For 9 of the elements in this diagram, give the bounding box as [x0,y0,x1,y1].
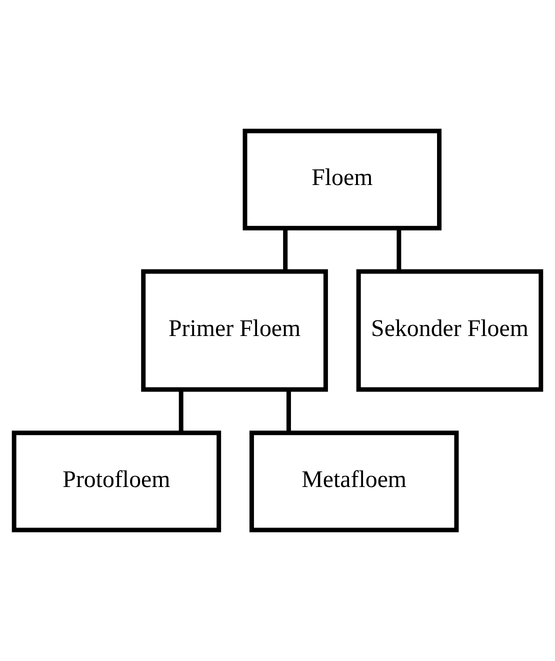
connector [283,228,288,272]
connector [178,390,184,433]
connector [286,390,291,433]
node-box: Sekonder Floem [356,269,544,392]
connector [396,228,402,272]
node-box: Protofloem [12,430,222,532]
node-box: Primer Floem [141,269,328,392]
node-box: Metafloem [249,430,459,532]
node-box: Floem [242,128,442,230]
